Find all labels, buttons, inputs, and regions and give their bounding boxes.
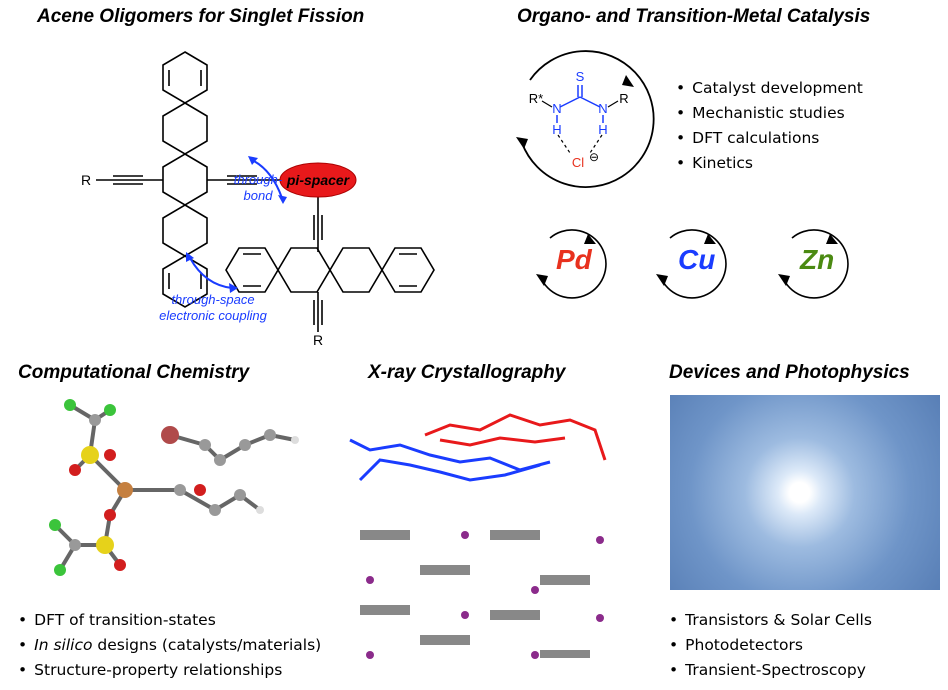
heading-computational: Computational Chemistry bbox=[18, 362, 250, 383]
metal-cu: Cu bbox=[678, 244, 716, 275]
ring bbox=[329, 247, 383, 293]
through-space-arrow bbox=[189, 257, 233, 289]
thiourea-n-left: N bbox=[552, 101, 561, 116]
through-bond-note: through-bond bbox=[233, 172, 283, 203]
heading-acene: Acene Oligomers for Singlet Fission bbox=[37, 6, 365, 27]
thiourea-h-left: H bbox=[552, 122, 561, 137]
devices-bullet-list: Transistors & Solar Cells Photodetectors… bbox=[669, 608, 872, 683]
thiourea-s: S bbox=[576, 69, 585, 84]
list-item: Mechanistic studies bbox=[676, 101, 863, 126]
list-item: DFT of transition-states bbox=[18, 608, 321, 633]
heading-xray: X-ray Crystallography bbox=[368, 362, 566, 383]
list-item: Kinetics bbox=[676, 151, 863, 176]
metal-pd: Pd bbox=[556, 244, 592, 275]
ring bbox=[162, 153, 208, 206]
list-item: In silico designs (catalysts/materials) bbox=[18, 633, 321, 658]
ring bbox=[277, 247, 331, 293]
r-left-label: R bbox=[81, 172, 91, 188]
acene-dimer-structure: pi-spacer R R bbox=[81, 51, 435, 348]
list-item: Catalyst development bbox=[676, 76, 863, 101]
cycle-arc bbox=[521, 50, 655, 188]
heading-catalysis: Organo- and Transition-Metal Catalysis bbox=[517, 6, 871, 27]
r-bottom-label: R bbox=[313, 332, 323, 348]
computational-bullet-list: DFT of transition-states In silico desig… bbox=[18, 608, 321, 683]
list-item: Photodetectors bbox=[669, 633, 872, 658]
ring bbox=[162, 255, 208, 308]
thiourea-n-right: N bbox=[598, 101, 607, 116]
r-right-label: R bbox=[619, 91, 628, 106]
metal-cycles bbox=[536, 229, 849, 299]
list-item: Transistors & Solar Cells bbox=[669, 608, 872, 633]
r-star-label: R* bbox=[529, 91, 543, 106]
through-bond-arrow bbox=[251, 159, 283, 199]
thiourea-catalytic-cycle: S N N H H R* R Cl ⊖ bbox=[516, 50, 655, 188]
transition-state-model bbox=[49, 399, 299, 576]
catalysis-bullet-list: Catalyst development Mechanistic studies… bbox=[676, 76, 863, 176]
chloride-charge: ⊖ bbox=[589, 150, 599, 164]
list-item: Transient-Spectroscopy bbox=[669, 658, 872, 683]
crystal-structure-model bbox=[349, 413, 607, 659]
sun-photo bbox=[670, 395, 940, 590]
heading-devices: Devices and Photophysics bbox=[669, 362, 910, 383]
ring bbox=[162, 102, 208, 155]
pi-spacer-ellipse bbox=[279, 162, 357, 198]
ring bbox=[381, 247, 435, 293]
list-item: Structure-property relationships bbox=[18, 658, 321, 683]
metal-zn: Zn bbox=[800, 244, 835, 275]
chloride-label: Cl bbox=[572, 155, 584, 170]
thiourea-h-right: H bbox=[598, 122, 607, 137]
ring bbox=[162, 204, 208, 257]
list-item: DFT calculations bbox=[676, 126, 863, 151]
pi-spacer-label: pi-spacer bbox=[286, 172, 351, 188]
